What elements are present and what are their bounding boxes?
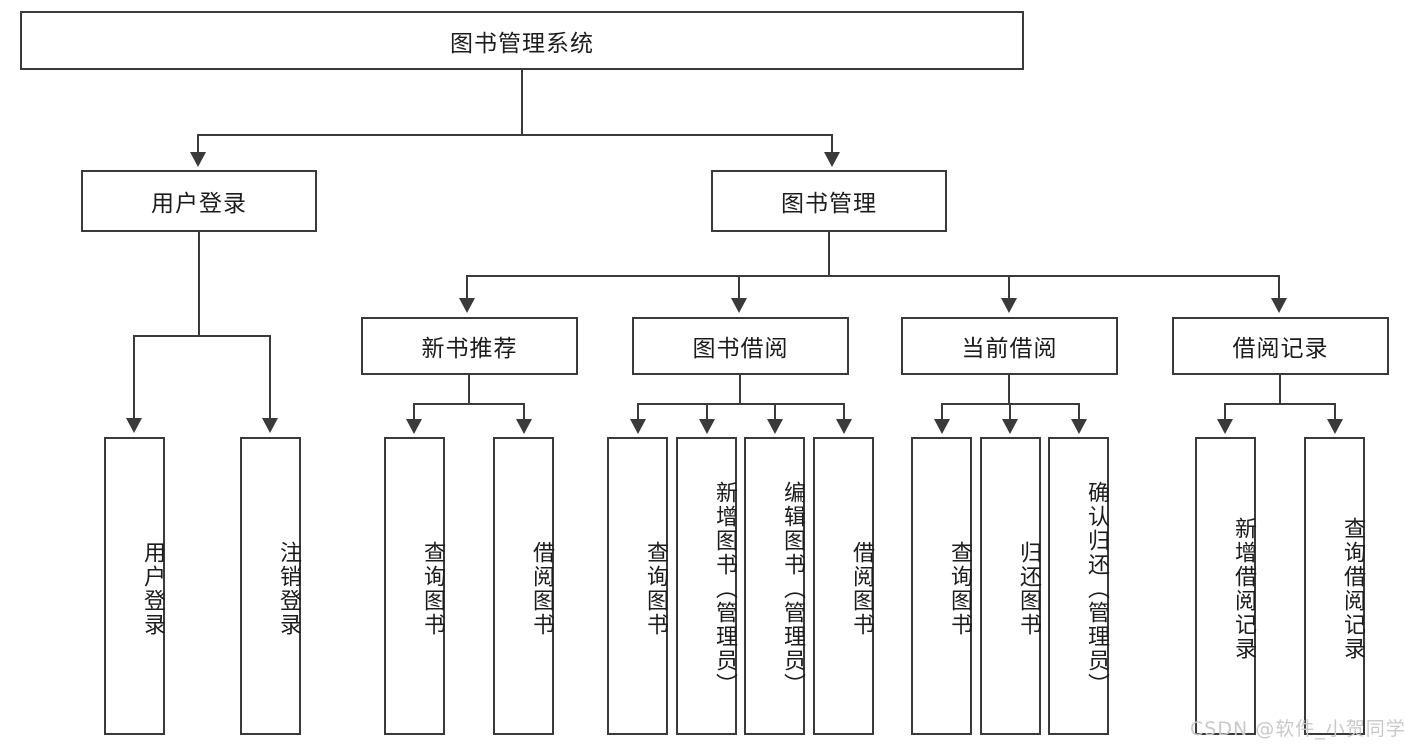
node-label: 新增图书（管理员） — [712, 481, 737, 697]
leaf-current-borrow-query-book[interactable]: 查询图书 — [911, 437, 972, 735]
edge-book-borrow-drop-2 — [706, 403, 708, 421]
edge-new-book-drop-1 — [413, 403, 415, 421]
edge-borrow-record-stem — [1279, 375, 1281, 405]
edge-book-borrow-drop-3 — [774, 403, 776, 421]
edge-current-borrow-drop-2 — [1009, 403, 1011, 421]
edge-user-login-bus — [133, 335, 270, 337]
leaf-borrow-record-add-record[interactable]: 新增借阅记录 — [1195, 437, 1256, 735]
leaf-book-borrow-add-book[interactable]: 新增图书（管理员） — [676, 437, 737, 735]
arrow-current-borrow-leaf-2 — [1002, 419, 1018, 434]
node-root-system[interactable]: 图书管理系统 — [20, 11, 1024, 70]
edge-borrow-record-bus — [1224, 403, 1335, 405]
arrow-book-mgmt-to-current-borrow — [1001, 298, 1017, 313]
arrow-book-borrow-leaf-2 — [699, 419, 715, 434]
edge-book-mgmt-drop-2 — [738, 275, 740, 300]
arrow-user-login-leaf-1 — [126, 418, 142, 433]
node-label: 注销登录 — [276, 541, 301, 637]
node-label: 借阅图书 — [849, 541, 874, 637]
node-label: 借阅记录 — [1232, 336, 1329, 362]
node-label: 查询借阅记录 — [1340, 517, 1365, 661]
edge-book-borrow-stem — [739, 375, 741, 405]
edge-borrow-record-drop-2 — [1334, 403, 1336, 421]
edge-book-mgmt-stem — [828, 232, 830, 277]
leaf-borrow-record-query-record[interactable]: 查询借阅记录 — [1304, 437, 1365, 735]
node-label: 借阅图书 — [529, 541, 554, 637]
node-label: 用户登录 — [151, 191, 247, 217]
node-label: 图书管理 — [781, 191, 877, 217]
arrow-root-to-book-mgmt — [824, 152, 840, 167]
arrow-new-book-leaf-2 — [516, 419, 532, 434]
leaf-book-borrow-query-book[interactable]: 查询图书 — [607, 437, 668, 735]
edge-current-borrow-drop-1 — [941, 403, 943, 421]
edge-user-login-drop-1 — [133, 335, 135, 420]
arrow-book-borrow-leaf-4 — [836, 419, 852, 434]
edge-user-login-drop-2 — [269, 335, 271, 420]
arrow-book-mgmt-to-borrow-record — [1271, 298, 1287, 313]
node-user-login[interactable]: 用户登录 — [81, 170, 317, 232]
arrow-book-mgmt-to-new-book — [459, 298, 475, 313]
node-label: 用户登录 — [140, 541, 165, 637]
node-label: 图书借阅 — [692, 336, 789, 362]
node-label: 确认归还（管理员） — [1084, 481, 1109, 697]
edge-root-bus — [197, 134, 833, 136]
edge-root-to-user-login — [197, 134, 199, 154]
edge-user-login-stem — [198, 232, 200, 336]
edge-book-mgmt-bus — [466, 275, 1280, 277]
edge-root-to-book-mgmt — [831, 134, 833, 154]
arrow-borrow-record-leaf-1 — [1217, 419, 1233, 434]
edge-new-book-bus — [413, 403, 524, 405]
node-label: 查询图书 — [420, 541, 445, 637]
edge-book-mgmt-drop-4 — [1278, 275, 1280, 300]
node-label: 新增借阅记录 — [1231, 517, 1256, 661]
node-label: 归还图书 — [1016, 541, 1041, 637]
arrow-new-book-leaf-1 — [406, 419, 422, 434]
node-new-book-recommend[interactable]: 新书推荐 — [361, 317, 578, 375]
leaf-book-borrow-edit-book[interactable]: 编辑图书（管理员） — [744, 437, 805, 735]
leaf-book-borrow-borrow-book[interactable]: 借阅图书 — [813, 437, 874, 735]
arrow-root-to-user-login — [190, 152, 206, 167]
edge-book-mgmt-drop-3 — [1008, 275, 1010, 300]
leaf-user-login-logout[interactable]: 注销登录 — [240, 437, 301, 735]
edge-book-borrow-drop-1 — [637, 403, 639, 421]
edge-new-book-drop-2 — [523, 403, 525, 421]
edge-book-borrow-drop-4 — [843, 403, 845, 421]
arrow-book-mgmt-to-book-borrow — [731, 298, 747, 313]
arrow-borrow-record-leaf-2 — [1327, 419, 1343, 434]
arrow-current-borrow-leaf-3 — [1071, 419, 1087, 434]
node-borrow-record[interactable]: 借阅记录 — [1172, 317, 1389, 375]
node-book-management[interactable]: 图书管理 — [711, 170, 947, 232]
edge-book-mgmt-drop-1 — [466, 275, 468, 300]
leaf-new-book-borrow-book[interactable]: 借阅图书 — [493, 437, 554, 735]
leaf-user-login-login[interactable]: 用户登录 — [104, 437, 165, 735]
edge-book-borrow-bus — [637, 403, 844, 405]
node-label: 查询图书 — [643, 541, 668, 637]
node-current-borrow[interactable]: 当前借阅 — [901, 317, 1118, 375]
edge-root-stem — [521, 70, 523, 135]
edge-new-book-stem — [468, 375, 470, 405]
node-label: 新书推荐 — [421, 336, 518, 362]
node-label: 编辑图书（管理员） — [780, 481, 805, 697]
edge-current-borrow-stem — [1008, 375, 1010, 405]
node-book-borrow[interactable]: 图书借阅 — [632, 317, 849, 375]
node-label: 当前借阅 — [961, 336, 1058, 362]
edge-current-borrow-drop-3 — [1078, 403, 1080, 421]
arrow-current-borrow-leaf-1 — [934, 419, 950, 434]
leaf-current-borrow-confirm-return[interactable]: 确认归还（管理员） — [1048, 437, 1109, 735]
arrow-book-borrow-leaf-1 — [630, 419, 646, 434]
edge-borrow-record-drop-1 — [1224, 403, 1226, 421]
leaf-current-borrow-return-book[interactable]: 归还图书 — [980, 437, 1041, 735]
leaf-new-book-query-book[interactable]: 查询图书 — [384, 437, 445, 735]
node-label: 查询图书 — [947, 541, 972, 637]
node-label: 图书管理系统 — [450, 30, 594, 57]
arrow-book-borrow-leaf-3 — [767, 419, 783, 434]
arrow-user-login-leaf-2 — [262, 418, 278, 433]
